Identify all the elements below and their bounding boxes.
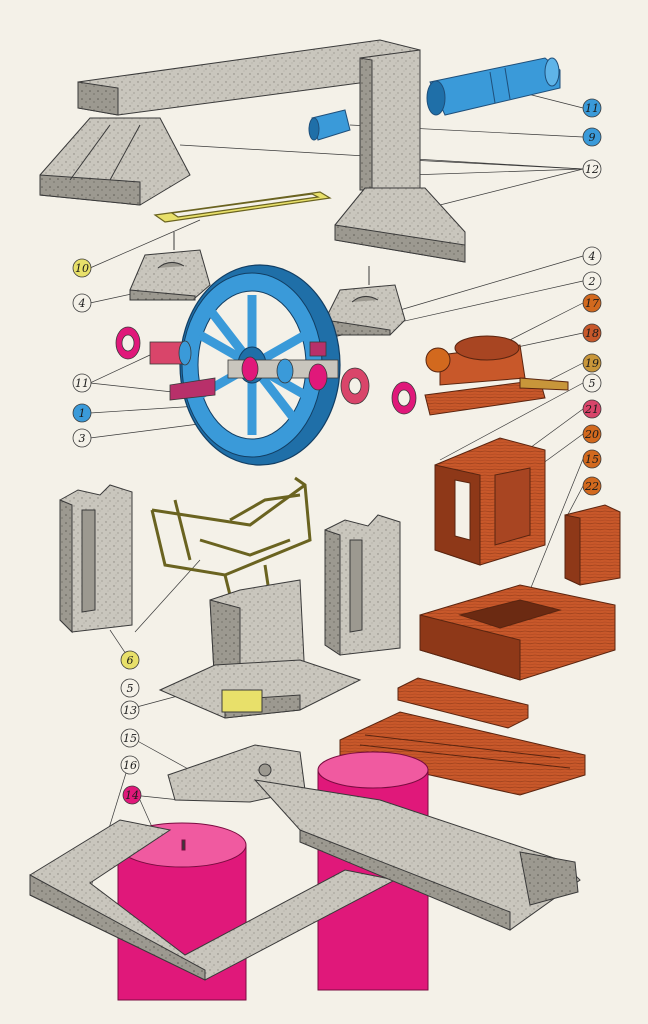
callout-c4b: 4 (582, 246, 602, 266)
upright-5-right (324, 514, 401, 656)
callout-circle (582, 399, 602, 419)
portal-frame (39, 39, 466, 263)
callout-number: 17 (585, 297, 599, 310)
callout-c22: 22 (582, 476, 602, 496)
callout-c13: 13 (120, 700, 140, 720)
top-roller-11 (426, 57, 561, 116)
callout-c1: 1 (72, 403, 92, 423)
yellow-cradle-6 (150, 476, 312, 596)
callout-number: 9 (589, 131, 596, 144)
callout-number: 19 (585, 357, 599, 370)
callout-c4a: 4 (72, 293, 92, 313)
callout-circle (72, 258, 92, 278)
callout-number: 2 (588, 275, 596, 288)
callout-circle (582, 246, 602, 266)
callout-circle (120, 755, 140, 775)
callout-c15b: 15 (120, 728, 140, 748)
callout-number: 18 (585, 327, 599, 340)
wooden-rails (339, 677, 586, 796)
callout-number: 16 (123, 759, 137, 772)
callout-c9: 9 (582, 127, 602, 147)
callout-c10: 10 (72, 258, 92, 278)
callout-circle (582, 449, 602, 469)
pedestal-13 (158, 579, 362, 719)
callout-circle (72, 403, 92, 423)
cross-beam-15 (167, 744, 581, 931)
callout-circle (582, 323, 602, 343)
bottom-frame-16 (29, 819, 397, 981)
callout-circle (72, 293, 92, 313)
callout-circle (582, 293, 602, 313)
base-plate-15 (419, 584, 616, 681)
callout-c2: 2 (582, 271, 602, 291)
shaft-rings-11 (115, 326, 417, 415)
callout-c17: 17 (582, 293, 602, 313)
callout-circle (582, 98, 602, 118)
callout-circle (582, 159, 602, 179)
callout-number: 13 (123, 704, 137, 717)
callout-circle (582, 424, 602, 444)
callout-circle (582, 353, 602, 373)
callout-number: 1 (79, 407, 86, 420)
callout-c16: 16 (120, 755, 140, 775)
callout-c14: 14 (122, 785, 142, 805)
callout-number: 14 (125, 789, 139, 802)
bearing-block-4-right (324, 266, 406, 336)
housing-21-20 (434, 437, 546, 566)
callout-circle (582, 476, 602, 496)
bushing-9 (308, 109, 351, 141)
callout-number: 6 (127, 654, 134, 667)
callout-number: 11 (75, 377, 89, 390)
callout-c6: 6 (120, 650, 140, 670)
callout-number: 15 (585, 453, 599, 466)
callout-c15a: 15 (582, 449, 602, 469)
callout-circle (582, 127, 602, 147)
callout-circle (122, 785, 142, 805)
callout-circle (72, 428, 92, 448)
callout-number: 10 (75, 262, 89, 275)
callout-number: 20 (584, 428, 599, 441)
callout-circle (582, 373, 602, 393)
callout-c18: 18 (582, 323, 602, 343)
yellow-frame-10 (153, 191, 332, 223)
callout-circle (120, 678, 140, 698)
callout-circle (120, 728, 140, 748)
callout-c20: 20 (582, 424, 602, 444)
callout-circle (120, 700, 140, 720)
callout-number: 21 (584, 403, 599, 416)
callout-c21: 21 (582, 399, 602, 419)
callout-number: 4 (78, 297, 86, 310)
callout-circle (582, 271, 602, 291)
callout-number: 5 (589, 377, 596, 390)
callout-number: 22 (584, 480, 599, 493)
callout-c5a: 5 (582, 373, 602, 393)
motor-17-18 (424, 335, 569, 416)
callout-c3: 3 (72, 428, 92, 448)
callout-c12: 12 (582, 159, 602, 179)
callout-number: 12 (585, 163, 599, 176)
callout-c11a: 11 (582, 98, 602, 118)
callout-number: 4 (588, 250, 596, 263)
bearing-block-4-left (129, 232, 211, 301)
callout-number: 15 (123, 732, 137, 745)
callout-number: 3 (79, 432, 86, 445)
callout-c19: 19 (582, 353, 602, 373)
box-22 (564, 504, 621, 586)
upright-5-left (59, 484, 133, 634)
callout-number: 5 (127, 682, 134, 695)
callout-number: 11 (585, 102, 599, 115)
callout-c5b: 5 (120, 678, 140, 698)
callout-circle (120, 650, 140, 670)
callout-c11b: 11 (72, 373, 92, 393)
callout-circle (72, 373, 92, 393)
